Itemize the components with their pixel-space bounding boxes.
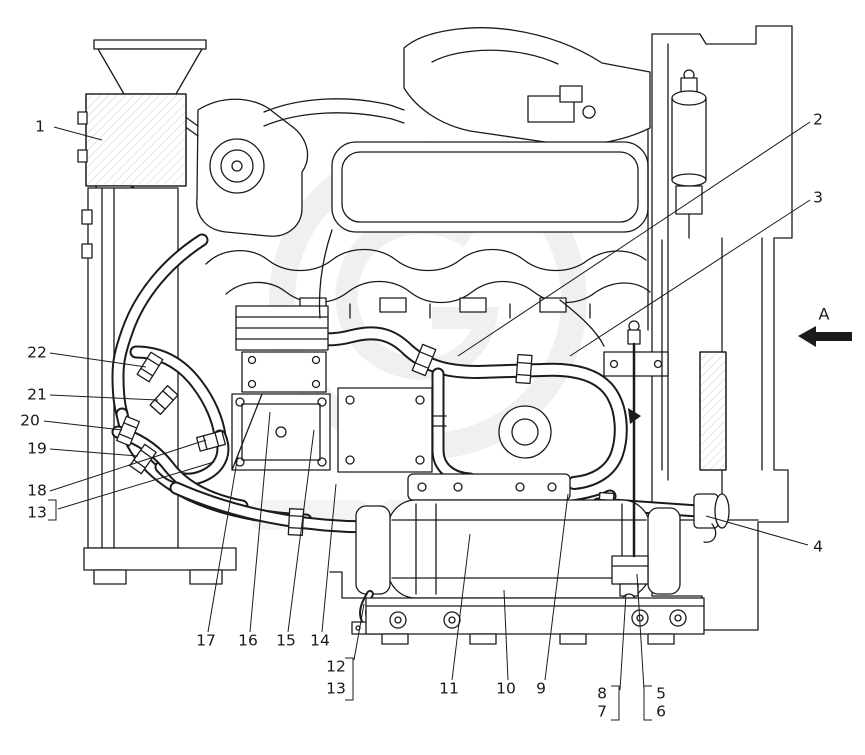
- engine-mount: [337, 387, 552, 473]
- fuel-filter: [671, 69, 707, 239]
- engine-block-left: [81, 187, 237, 585]
- turbocharger: [183, 98, 405, 237]
- view-direction-label: A: [818, 304, 830, 324]
- air-cleaner: [77, 39, 207, 233]
- dipstick-rod: [603, 320, 669, 558]
- view-direction-arrow: [798, 326, 852, 347]
- oil-pan: [329, 571, 705, 645]
- pump-and-bracket: [231, 305, 331, 471]
- engine-assembly: [77, 25, 793, 645]
- valve-cover: [331, 141, 649, 233]
- intake-cowl: [403, 27, 651, 146]
- leader-lines: [43, 121, 811, 721]
